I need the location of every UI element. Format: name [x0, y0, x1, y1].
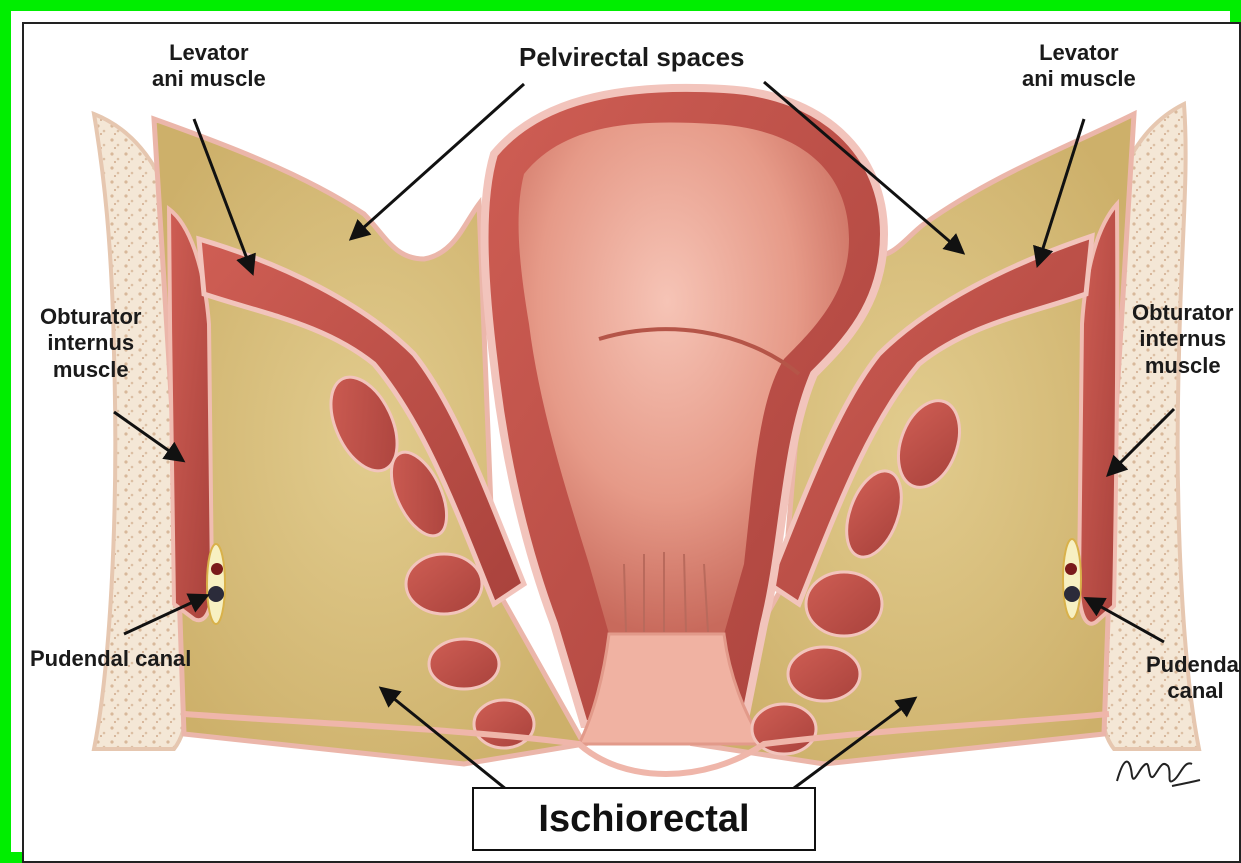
artist-signature — [1112, 746, 1202, 796]
label-pudendal-canal-left: Pudendal canal — [30, 646, 191, 672]
label-levator-ani-right: Levator ani muscle — [1022, 40, 1136, 93]
left-pudendal-vessels — [207, 544, 225, 624]
label-obturator-internus-left: Obturator internus muscle — [40, 304, 141, 383]
label-pelvirectal-spaces: Pelvirectal spaces — [519, 42, 745, 73]
pelvis-coronal-section — [24, 24, 1239, 861]
label-obturator-internus-right: Obturator internus muscle — [1132, 300, 1233, 379]
label-levator-ani-left: Levator ani muscle — [152, 40, 266, 93]
label-pudendal-canal-right: Pudendal canal — [1146, 652, 1241, 705]
right-pudendal-vessels — [1063, 539, 1081, 619]
illustration-panel: Levator ani muscle Levator ani muscle Pe… — [22, 22, 1241, 863]
label-ischiorectal-fossae: Ischiorectal fossae — [472, 787, 816, 851]
